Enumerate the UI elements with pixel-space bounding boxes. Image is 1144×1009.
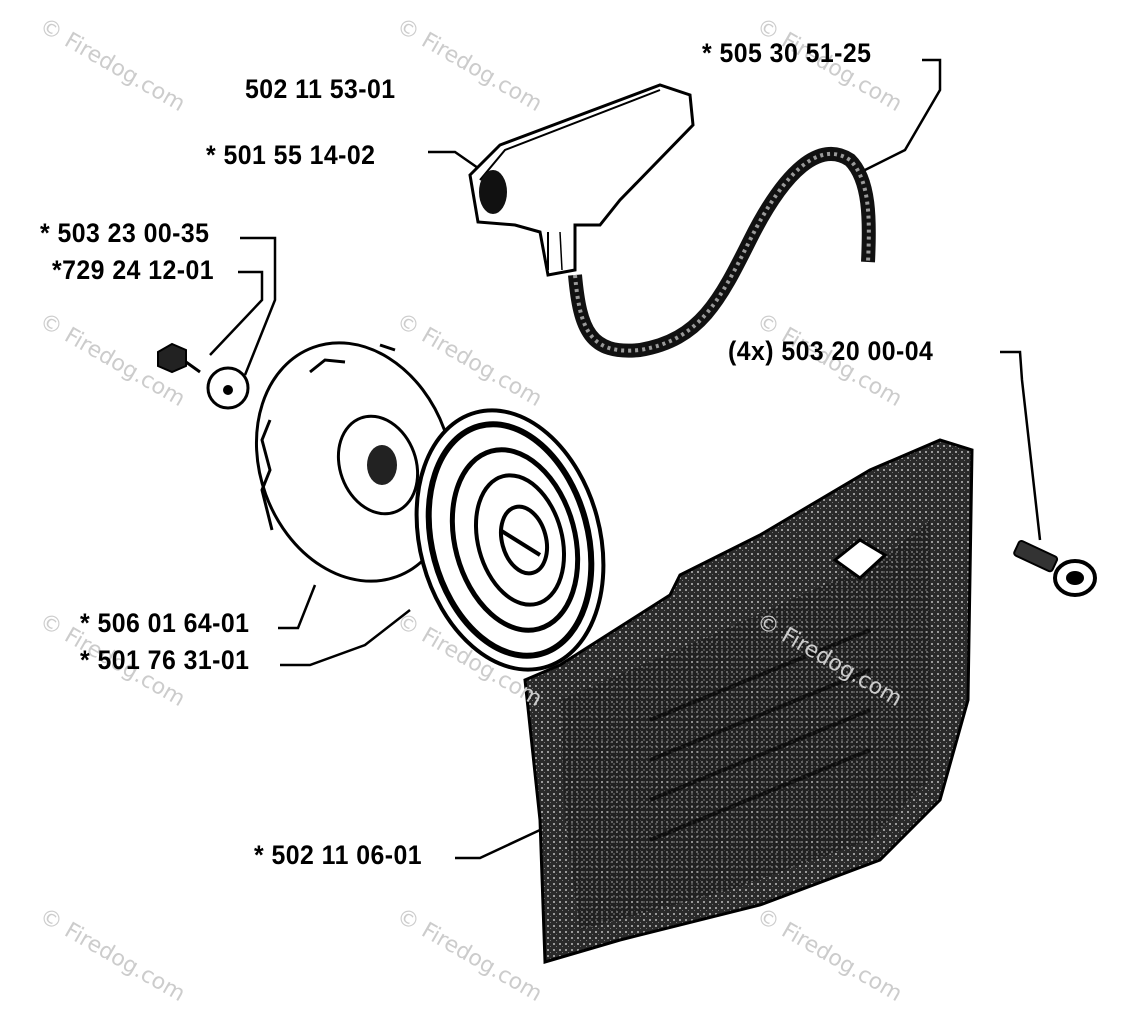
- part-label-503-23-00-35: * 503 23 00-35: [40, 218, 210, 248]
- leader-p6: [1000, 350, 1042, 541]
- leader-p5: [209, 270, 264, 356]
- starter-handle: [468, 83, 695, 277]
- leader-p4: [240, 236, 277, 376]
- leader-p3: [864, 58, 942, 172]
- part-label-503-20-00-04: (4x) 503 20 00-04: [728, 336, 934, 366]
- screw: [1013, 539, 1097, 597]
- watermark-10: © Firedog.com: [35, 904, 189, 1007]
- leader-p8: [280, 609, 411, 667]
- washer: [206, 366, 250, 410]
- part-label-501-76-31-01: * 501 76 31-01: [80, 645, 250, 675]
- part-label-501-55-14-02: * 501 55 14-02: [206, 140, 376, 170]
- starter-rope: [568, 147, 876, 358]
- part-label-502-11-53-01: 502 11 53-01: [245, 74, 396, 104]
- nut: [157, 342, 201, 374]
- part-label-502-11-06-01: * 502 11 06-01: [254, 840, 423, 870]
- leader-p2: [428, 150, 479, 170]
- leader-p7: [278, 584, 317, 630]
- part-label-505-30-51-25: * 505 30 51-25: [702, 38, 872, 68]
- part-label-729-24-12-01: *729 24 12-01: [52, 255, 215, 285]
- leader-p9: [455, 828, 541, 860]
- pulley: [254, 341, 456, 583]
- watermark-12: © Firedog.com: [752, 904, 906, 1007]
- watermark-2: © Firedog.com: [392, 14, 546, 117]
- starter-housing: [523, 438, 974, 964]
- leader-lines: [209, 58, 1042, 860]
- part-label-506-01-64-01: * 506 01 64-01: [80, 608, 250, 638]
- watermark-1: © Firedog.com: [35, 14, 189, 117]
- recoil-spring: [414, 408, 606, 672]
- watermark-11: © Firedog.com: [392, 904, 546, 1007]
